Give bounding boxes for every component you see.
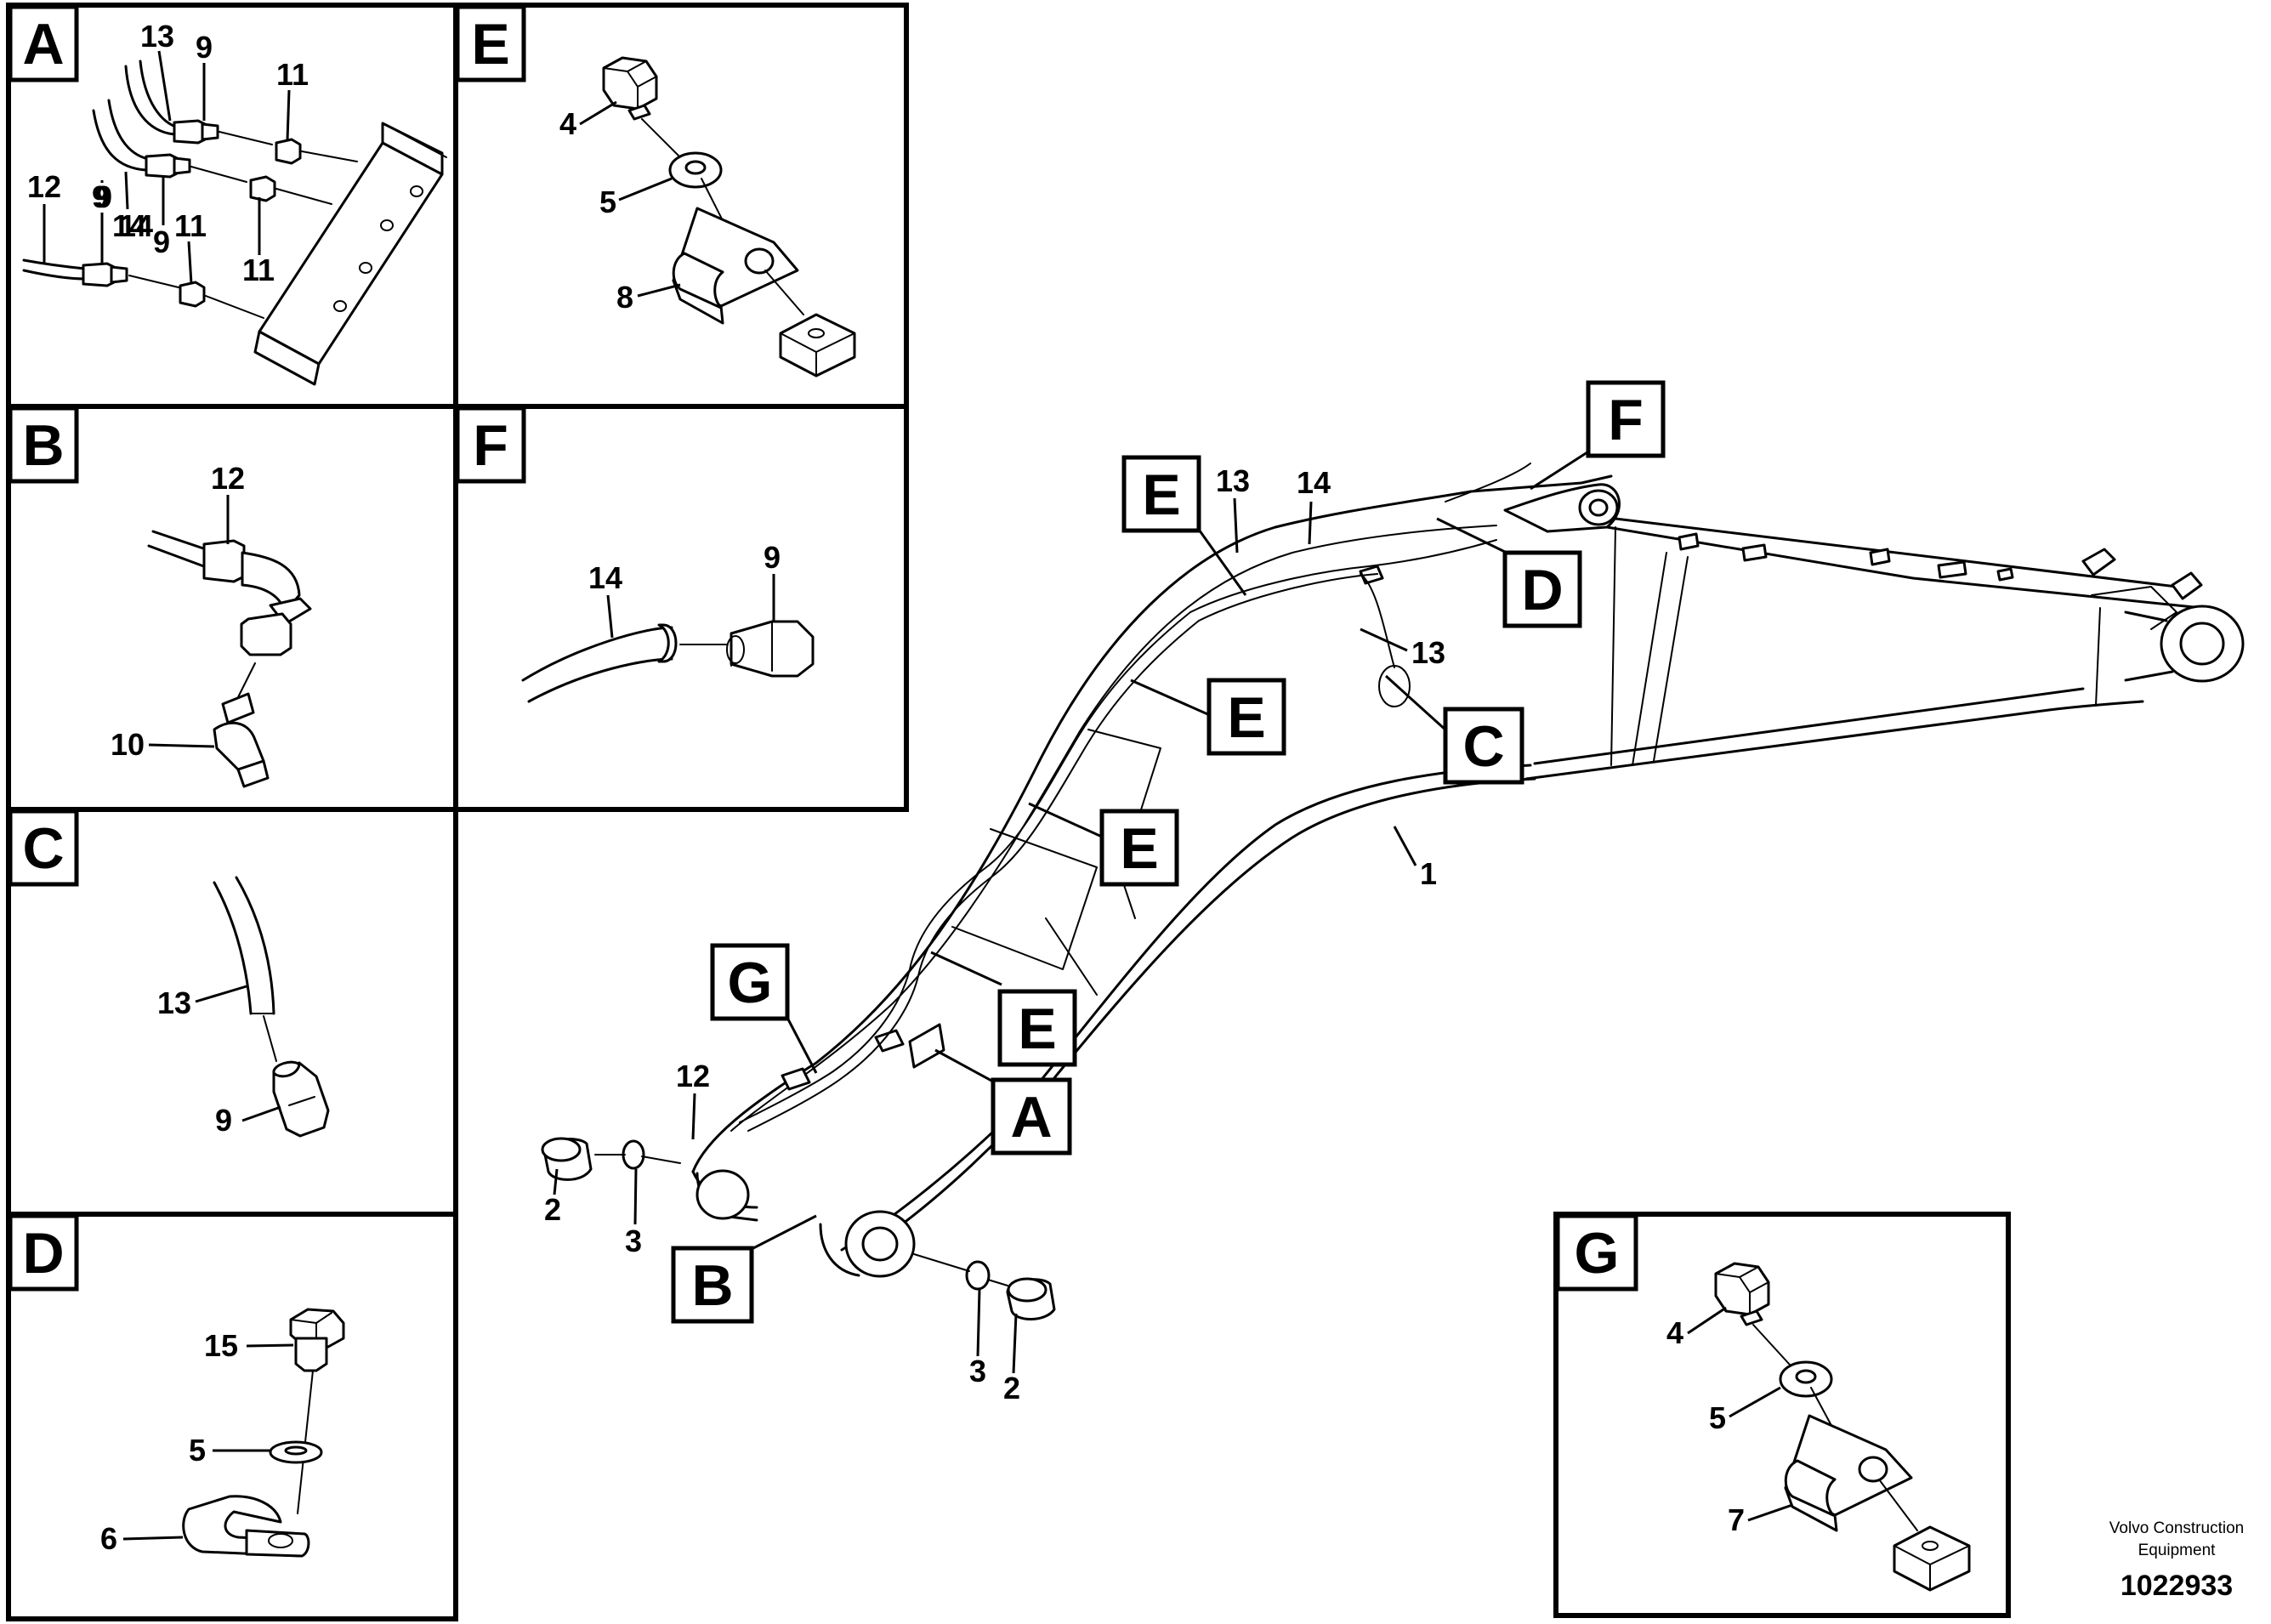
boom-detail-labels: F E D E C E G (671, 380, 1666, 1324)
boom-callouts: 13 14 13 1 12 2 3 3 2 (544, 463, 1445, 1405)
panel-f-drawing (521, 620, 815, 703)
document-number: 1022933 (2121, 1570, 2233, 1602)
svg-text:3: 3 (625, 1224, 642, 1258)
svg-text:2: 2 (1003, 1371, 1020, 1405)
svg-text:1: 1 (1420, 856, 1437, 891)
svg-text:9: 9 (92, 179, 109, 214)
panel-g-label: G (1555, 1213, 1638, 1292)
panel-f-label: F (455, 406, 526, 484)
footer-credit: Volvo Construction Equipment 1022933 (2109, 1519, 2244, 1602)
svg-text:A: A (22, 12, 64, 77)
svg-text:12: 12 (211, 461, 245, 496)
panel-e-callouts: 4 5 8 (559, 100, 681, 315)
svg-text:C: C (22, 816, 64, 881)
detail-label-f: F (1530, 380, 1666, 491)
svg-text:9: 9 (764, 540, 781, 575)
svg-text:11: 11 (174, 208, 207, 243)
panel-b-callouts: 12 10 (111, 461, 245, 762)
svg-text:G: G (728, 951, 773, 1015)
panel-g-drawing (1714, 1262, 1971, 1592)
panel-d-drawing (182, 1308, 345, 1558)
svg-text:13: 13 (1411, 635, 1445, 670)
svg-text:15: 15 (204, 1328, 238, 1363)
svg-text:5: 5 (599, 185, 616, 219)
svg-text:9: 9 (95, 179, 112, 214)
detail-label-e4: E (930, 951, 1077, 1067)
svg-text:13: 13 (140, 19, 174, 54)
panel-a-drawing (22, 60, 447, 386)
svg-text:13: 13 (157, 985, 191, 1020)
panel-g-frame (1553, 1212, 2011, 1618)
panel-g-callouts: 4 5 7 (1666, 1306, 1793, 1537)
panel-f-callouts: 14 9 (588, 540, 781, 639)
detail-label-g: G (710, 943, 818, 1074)
svg-text:E: E (1227, 685, 1265, 750)
panel-b-drawing (147, 530, 312, 788)
svg-text:10: 10 (111, 727, 145, 762)
panel-d-frame (6, 1212, 458, 1621)
credit-line-1: Volvo Construction (2109, 1519, 2244, 1537)
svg-text:E: E (1142, 463, 1180, 527)
svg-text:4: 4 (1666, 1315, 1683, 1350)
svg-text:F: F (1608, 388, 1644, 452)
panel-e-label: E (455, 4, 526, 82)
detail-label-d: D (1436, 517, 1582, 628)
panel-d-callouts: 15 5 6 (100, 1328, 294, 1556)
svg-text:11: 11 (242, 253, 275, 287)
svg-text:9: 9 (215, 1103, 232, 1138)
panel-e-drawing (602, 56, 856, 378)
detail-label-b: B (671, 1214, 817, 1324)
svg-text:E: E (1120, 816, 1158, 881)
svg-text:4: 4 (559, 106, 576, 141)
svg-text:B: B (691, 1253, 733, 1318)
svg-text:F: F (473, 413, 508, 478)
svg-text:9: 9 (153, 224, 170, 259)
svg-text:2: 2 (544, 1192, 561, 1227)
svg-text:D: D (1521, 558, 1563, 622)
detail-label-e1: E (1121, 455, 1247, 596)
boom-drawing (541, 463, 2245, 1320)
svg-text:12: 12 (27, 169, 61, 204)
svg-text:D: D (22, 1221, 64, 1286)
svg-text:E: E (471, 12, 509, 77)
svg-text:7: 7 (1728, 1502, 1745, 1537)
panel-c-drawing (213, 876, 330, 1138)
svg-text:8: 8 (616, 280, 633, 315)
panel-f-frame (453, 404, 909, 812)
svg-text:9: 9 (196, 30, 213, 65)
panel-b-label: B (8, 406, 79, 484)
detail-label-a: A (934, 1048, 1072, 1156)
panel-d-label: D (8, 1213, 79, 1292)
svg-text:G: G (1575, 1221, 1620, 1286)
panel-a-label: A (8, 4, 79, 82)
panel-c-label: C (8, 809, 79, 887)
svg-text:6: 6 (100, 1521, 117, 1556)
detail-label-c: C (1384, 674, 1524, 785)
svg-text:14: 14 (588, 560, 622, 595)
svg-text:C: C (1462, 714, 1504, 779)
svg-text:A: A (1010, 1085, 1052, 1150)
svg-text:14: 14 (1297, 465, 1331, 500)
credit-line-2: Equipment (2138, 1542, 2217, 1559)
svg-text:5: 5 (189, 1433, 206, 1468)
svg-text:11: 11 (276, 57, 309, 92)
svg-text:12: 12 (676, 1059, 710, 1093)
panel-a-callouts: 13 9 11 9 14 9 11 12 9 14 11 (27, 19, 309, 287)
svg-text:5: 5 (1709, 1400, 1726, 1435)
detail-label-e3: E (1028, 802, 1179, 887)
svg-text:B: B (22, 413, 64, 478)
svg-text:E: E (1018, 997, 1056, 1061)
svg-text:3: 3 (969, 1354, 986, 1388)
panel-c-callouts: 13 9 (157, 985, 281, 1138)
svg-text:14: 14 (119, 208, 153, 243)
svg-text:13: 13 (1216, 463, 1250, 498)
detail-label-e2: E (1130, 678, 1286, 756)
svg-text:14: 14 (112, 208, 146, 243)
